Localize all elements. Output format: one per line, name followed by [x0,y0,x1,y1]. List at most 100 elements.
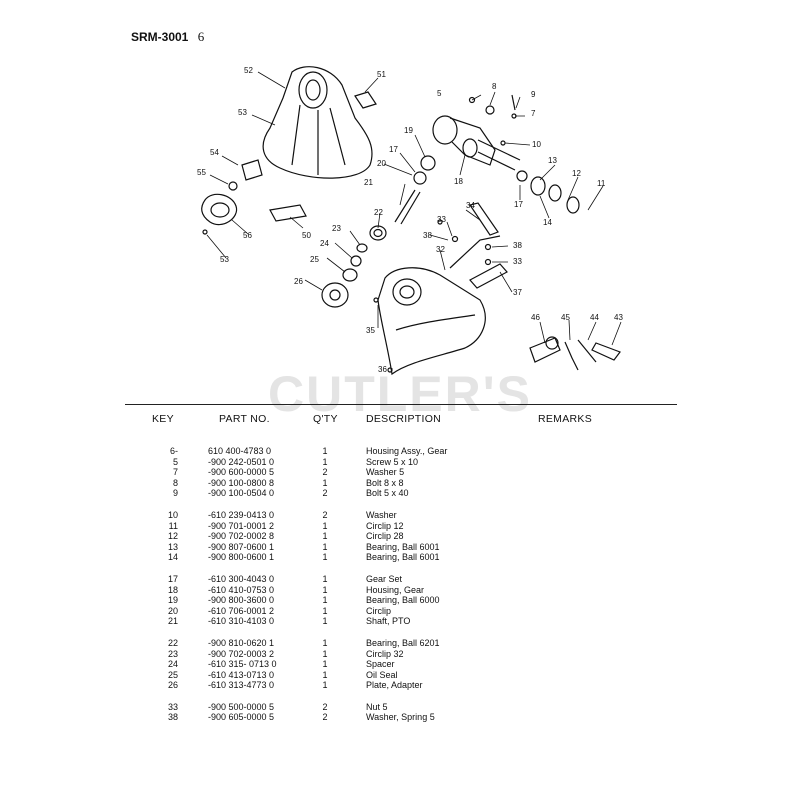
callout-label: 33 [437,215,446,224]
callout-label: 43 [614,313,623,322]
cell-part-no: -610 310-4103 0 [208,616,275,627]
callout-label: 56 [243,231,252,240]
cell-part-no: -610 413-0713 0 [208,669,275,680]
callout-label: 21 [364,178,373,187]
cell-part-no: -900 701-0001 2 [208,520,275,531]
cell-qty: 1 [322,541,328,552]
cell-description: Bolt 5 x 40 [366,488,409,499]
callout-label: 50 [302,231,311,240]
callout-label: 19 [404,126,413,135]
table-row: 6- 610 400-4783 0 1 Housing Assy., Gear [0,446,800,457]
cell-qty: 2 [322,509,328,520]
cell-description: Washer, Spring 5 [366,712,435,723]
cell-part-no: -900 807-0600 1 [208,541,275,552]
cell-qty: 1 [322,605,328,616]
callout-label: 53 [238,108,247,117]
col-header-remarks: REMARKS [538,413,593,425]
cell-description: Bearing, Ball 6201 [366,637,440,648]
callout-label: 35 [366,326,375,335]
cell-key: 23 [167,648,178,659]
watermark: CUTLER'S [268,366,532,422]
cell-description: Washer 5 [366,467,405,478]
callout-label: 34 [466,201,475,210]
callout-label: 23 [332,224,341,233]
cell-part-no: -900 500-0000 5 [208,701,275,712]
callout-label: 13 [548,156,557,165]
callout-label: 51 [377,70,386,79]
cell-qty: 1 [322,446,328,456]
col-header-description: DESCRIPTION [366,413,442,425]
cell-part-no: -610 313-4773 0 [208,680,275,691]
callout-label: 17 [514,200,523,209]
cell-key: 21 [167,616,178,627]
cell-key: 10 [167,509,178,520]
callout-label: 12 [572,169,581,178]
cell-key: 20 [167,605,178,616]
callout-label: 44 [590,313,599,322]
callout-label: 20 [377,159,386,168]
callout-label: 55 [197,168,206,177]
callout-label: 32 [436,245,445,254]
upper-cover-shape [262,66,373,179]
cell-part-no: -610 239-0413 0 [208,509,275,520]
cell-qty: 1 [322,573,328,584]
group-spacer [0,499,800,510]
cell-part-no: -900 702-0002 8 [208,531,275,542]
cell-qty: 1 [322,531,328,542]
cell-qty: 1 [322,637,328,648]
callout-label: 46 [531,313,540,322]
cell-description: Bearing, Ball 6000 [366,595,440,606]
cell-qty: 1 [322,616,328,627]
cell-qty: 1 [322,584,328,595]
callout-label: 38 [513,241,522,250]
callout-label: 9 [531,90,536,99]
cell-part-no: -900 100-0800 8 [208,477,275,488]
cell-description: Housing Assy., Gear [366,446,448,456]
cell-key: 26 [167,680,178,691]
callout-label: 22 [374,208,383,217]
cell-qty: 2 [322,701,328,712]
cell-key: 14 [167,552,178,563]
cell-part-no: 610 400-4783 0 [208,446,272,456]
cell-qty: 1 [322,648,328,659]
cell-qty: 1 [322,669,328,680]
cell-description: Screw 5 x 10 [366,456,419,467]
cell-key: 24 [167,659,178,670]
cell-qty: 1 [322,595,328,606]
cell-key: 7 [172,467,178,478]
label-plate-shape [354,91,377,109]
group-spacer [0,691,800,702]
col-header-key: KEY [152,413,174,425]
cell-part-no: -610 410-0753 0 [208,584,275,595]
diagram-callouts: 52 51 53 54 55 56 53 50 5 8 9 7 10 19 17… [197,66,623,374]
col-header-part-no: PART NO. [219,413,270,425]
cell-description: Oil Seal [366,669,398,680]
cell-qty: 1 [322,552,328,563]
cell-description: Plate, Adapter [366,680,423,691]
cell-description: Housing, Gear [366,584,425,595]
cell-description: Washer [366,509,397,520]
cell-key: 9 [172,488,178,499]
cell-key: 12 [167,531,178,542]
cell-part-no: -610 706-0001 2 [208,605,275,616]
callout-label: 26 [294,277,303,286]
cell-key: 13 [167,541,178,552]
cell-key: 6- [169,446,178,456]
callout-label: 53 [220,255,229,264]
cell-description: Circlip 12 [366,520,404,531]
cell-description: Gear Set [366,573,403,584]
callout-label: 24 [320,239,329,248]
